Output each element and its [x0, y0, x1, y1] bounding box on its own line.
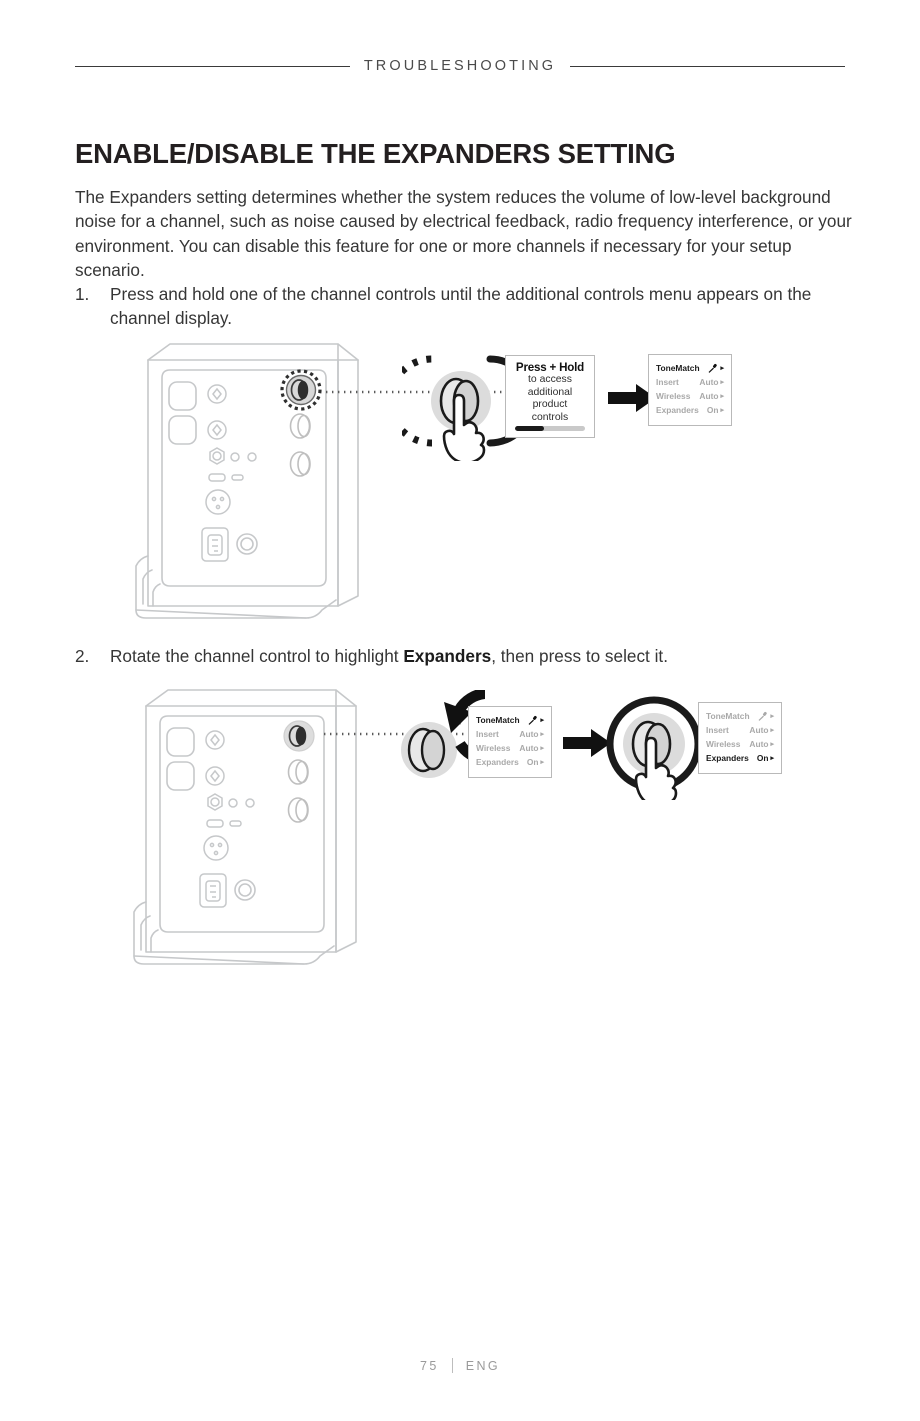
highlighted-channel-knob	[280, 369, 322, 411]
footer-divider	[451, 1358, 453, 1373]
menu-label-expanders: Expanders	[656, 404, 699, 415]
press-hold-line-3: additional	[527, 386, 573, 398]
highlighted-channel-knob-2	[283, 720, 315, 752]
page-title: ENABLE/DISABLE THE EXPANDERS SETTING	[75, 138, 676, 170]
menu-value-expanders-before: On	[526, 756, 539, 767]
chevron-right-icon-wireless-after: ▸	[770, 740, 774, 748]
press-hold-callout: Press + Hold to access additional produc…	[505, 355, 595, 438]
menu-label-expanders-before: Expanders	[476, 756, 519, 767]
press-hold-line-2: to access	[528, 374, 572, 386]
menu-row-wireless-after[interactable]: Wireless Auto ▸	[706, 737, 774, 751]
flow-arrow-2	[563, 729, 611, 757]
channel-display-menu-after: ToneMatch ▸ Insert Auto ▸ Wireless	[698, 702, 782, 774]
menu-value-insert-after: Auto	[749, 724, 769, 735]
menu-value-expanders-after: On	[756, 752, 769, 763]
microphone-icon	[529, 715, 538, 725]
chevron-right-icon-expanders: ▸	[720, 406, 724, 414]
chevron-right-icon-expanders-after: ▸	[770, 754, 774, 762]
leader-line-1	[326, 390, 536, 394]
press-hold-line-5: controls	[531, 411, 569, 423]
menu-value-insert: Auto	[699, 376, 719, 387]
menu-row-wireless[interactable]: Wireless Auto ▸	[656, 389, 724, 403]
menu-row-insert[interactable]: Insert Auto ▸	[656, 375, 724, 389]
header-rule-left	[75, 65, 350, 67]
menu-value-wireless-after: Auto	[749, 738, 769, 749]
chevron-right-icon-insert: ▸	[720, 378, 724, 386]
chevron-right-icon-insert-after: ▸	[770, 726, 774, 734]
menu-row-tonematch-before[interactable]: ToneMatch ▸	[476, 713, 544, 727]
channel-display-menu-before: ToneMatch ▸ Insert Auto ▸ Wireless	[468, 706, 552, 778]
intro-paragraph: The Expanders setting determines whether…	[75, 187, 852, 280]
press-and-hold-gesture-icon	[402, 355, 520, 461]
press-hold-line-4: product	[532, 399, 568, 411]
figure-step-2: ToneMatch ▸ Insert Auto ▸ Wireless	[120, 680, 790, 980]
menu-value-wireless: Auto	[699, 390, 719, 401]
figure-step-1: Press + Hold to access additional produc…	[130, 338, 750, 630]
menu-label-insert: Insert	[656, 376, 679, 387]
step-2-text-before: Rotate the channel control to highlight	[110, 646, 404, 666]
menu-label-insert-after: Insert	[706, 724, 729, 735]
step-1-number: 1.	[75, 284, 90, 304]
menu-row-insert-after[interactable]: Insert Auto ▸	[706, 723, 774, 737]
menu-label-insert-before: Insert	[476, 728, 499, 739]
step-1-text: Press and hold one of the channel contro…	[110, 284, 812, 329]
menu-value-expanders: On	[706, 404, 719, 415]
menu-label-tonematch: ToneMatch	[656, 362, 700, 373]
header-rule-right	[570, 65, 846, 67]
menu-label-wireless-after: Wireless	[706, 738, 741, 749]
menu-label-tonematch-before: ToneMatch	[476, 714, 520, 725]
step-2-text-after: , then press to select it.	[491, 646, 668, 666]
menu-row-expanders-after[interactable]: Expanders On ▸	[706, 751, 774, 765]
menu-label-wireless-before: Wireless	[476, 742, 511, 753]
channel-display-menu-1: ToneMatch ▸ Insert Auto ▸ Wireless	[648, 354, 732, 426]
menu-value-insert-before: Auto	[519, 728, 539, 739]
menu-row-expanders[interactable]: Expanders On ▸	[656, 403, 724, 417]
page-footer: 75 ENG	[0, 1358, 920, 1373]
hold-progress-bar	[515, 426, 585, 431]
step-2-bold-term: Expanders	[403, 646, 492, 666]
menu-row-tonematch[interactable]: ToneMatch ▸	[656, 361, 724, 375]
menu-row-wireless-before[interactable]: Wireless Auto ▸	[476, 741, 544, 755]
chevron-right-icon-insert-before: ▸	[540, 730, 544, 738]
hold-progress-fill	[515, 426, 545, 431]
speaker-illustration-2	[133, 689, 357, 965]
menu-value-wireless-before: Auto	[519, 742, 539, 753]
chevron-right-icon-tonematch-before: ▸	[540, 716, 544, 724]
flow-arrow-1	[608, 384, 656, 412]
footer-language: ENG	[465, 1358, 500, 1373]
press-hold-title: Press + Hold	[515, 361, 585, 374]
chevron-right-icon-tonematch: ▸	[720, 364, 724, 372]
menu-row-tonematch-after[interactable]: ToneMatch ▸	[706, 709, 774, 723]
footer-page-number: 75	[419, 1358, 439, 1373]
running-head-text: TROUBLESHOOTING	[363, 58, 557, 74]
menu-row-insert-before[interactable]: Insert Auto ▸	[476, 727, 544, 741]
chevron-right-icon-wireless: ▸	[720, 392, 724, 400]
running-header: TROUBLESHOOTING	[75, 54, 846, 78]
menu-label-wireless: Wireless	[656, 390, 691, 401]
chevron-right-icon-tonematch-after: ▸	[770, 712, 774, 720]
step-2: 2. Rotate the channel control to highlig…	[75, 644, 865, 668]
rotate-clockwise-gesture-icon	[401, 690, 485, 778]
step-1: 1. Press and hold one of the channel con…	[75, 282, 865, 330]
microphone-icon	[709, 363, 718, 373]
step-2-text: Rotate the channel control to highlight …	[110, 644, 865, 668]
chevron-right-icon-expanders-before: ▸	[540, 758, 544, 766]
microphone-icon	[759, 711, 768, 721]
step-2-number: 2.	[75, 646, 90, 666]
menu-label-expanders-after: Expanders	[706, 752, 749, 763]
menu-label-tonematch-after: ToneMatch	[706, 710, 750, 721]
speaker-illustration-1	[135, 343, 359, 619]
menu-row-expanders-before[interactable]: Expanders On ▸	[476, 755, 544, 769]
press-gesture-icon	[606, 696, 702, 800]
chevron-right-icon-wireless-before: ▸	[540, 744, 544, 752]
